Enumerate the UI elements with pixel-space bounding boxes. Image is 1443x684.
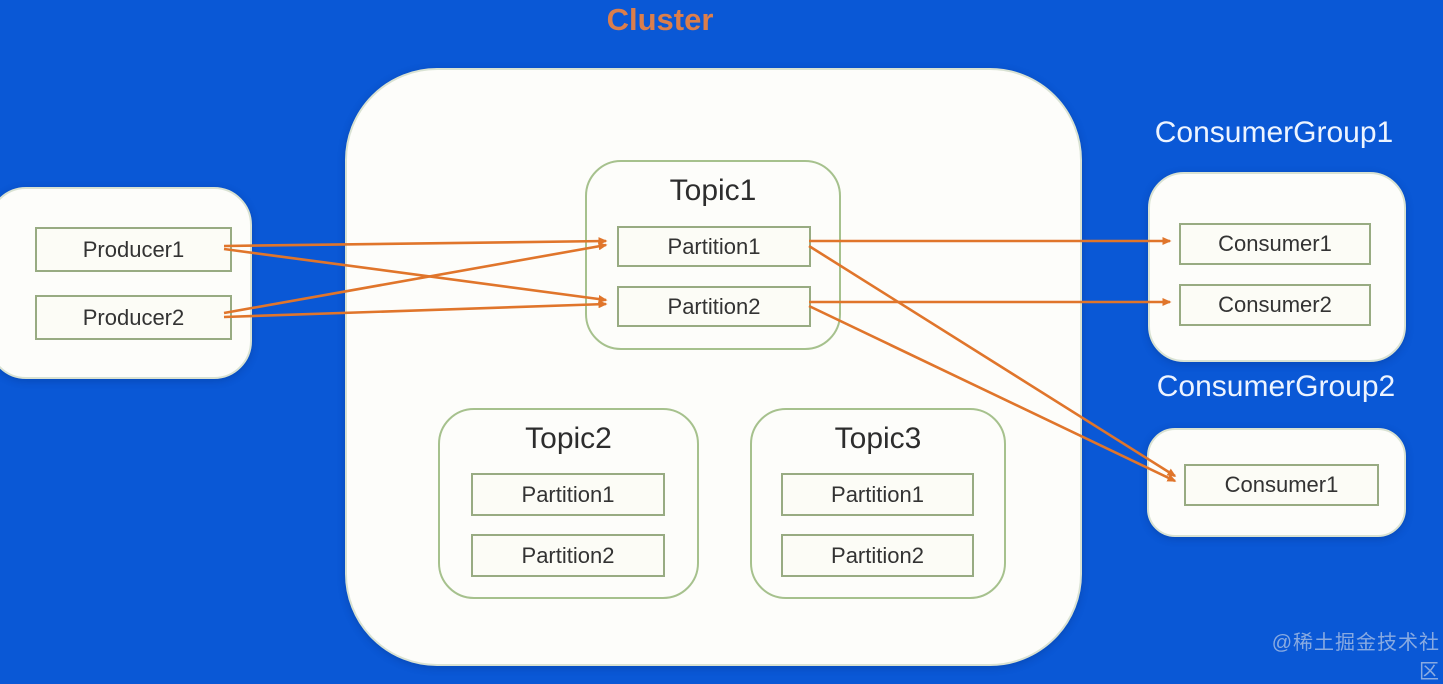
topic3-partition2-node: Partition2 xyxy=(781,534,974,577)
cluster-panel: Topic1 Partition1 Partition2 Topic2 Part… xyxy=(345,68,1082,666)
topic1-partition2-node: Partition2 xyxy=(617,286,811,327)
consumergroup1-consumer2-node: Consumer2 xyxy=(1179,284,1371,326)
consumergroup2-consumer1-node: Consumer1 xyxy=(1184,464,1379,506)
cluster-title: Cluster xyxy=(606,2,714,37)
topic3-partition1-node: Partition1 xyxy=(781,473,974,516)
topic2-partition1-node: Partition1 xyxy=(471,473,665,516)
producer2-node: Producer2 xyxy=(35,295,232,340)
watermark: @稀土掘金技术社区 xyxy=(1271,632,1440,683)
producers-panel: Producer1 Producer2 xyxy=(0,187,252,379)
consumergroup1-consumer1-node: Consumer1 xyxy=(1179,223,1371,265)
topic2-title: Topic2 xyxy=(525,422,612,455)
consumergroup2-label: ConsumerGroup2 xyxy=(1156,370,1396,403)
consumergroup1-panel: Consumer1 Consumer2 xyxy=(1148,172,1406,362)
consumergroup2-panel: Consumer1 xyxy=(1147,428,1406,537)
consumergroup1-label: ConsumerGroup1 xyxy=(1154,116,1394,149)
topic3-panel: Topic3 Partition1 Partition2 xyxy=(750,408,1006,599)
topic1-title: Topic1 xyxy=(669,174,757,207)
producer1-node: Producer1 xyxy=(35,227,232,272)
topic1-partition1-node: Partition1 xyxy=(617,226,811,267)
topic2-panel: Topic2 Partition1 Partition2 xyxy=(438,408,699,599)
topic3-title: Topic3 xyxy=(834,422,922,455)
topic1-panel: Topic1 Partition1 Partition2 xyxy=(585,160,841,350)
topic2-partition2-node: Partition2 xyxy=(471,534,665,577)
